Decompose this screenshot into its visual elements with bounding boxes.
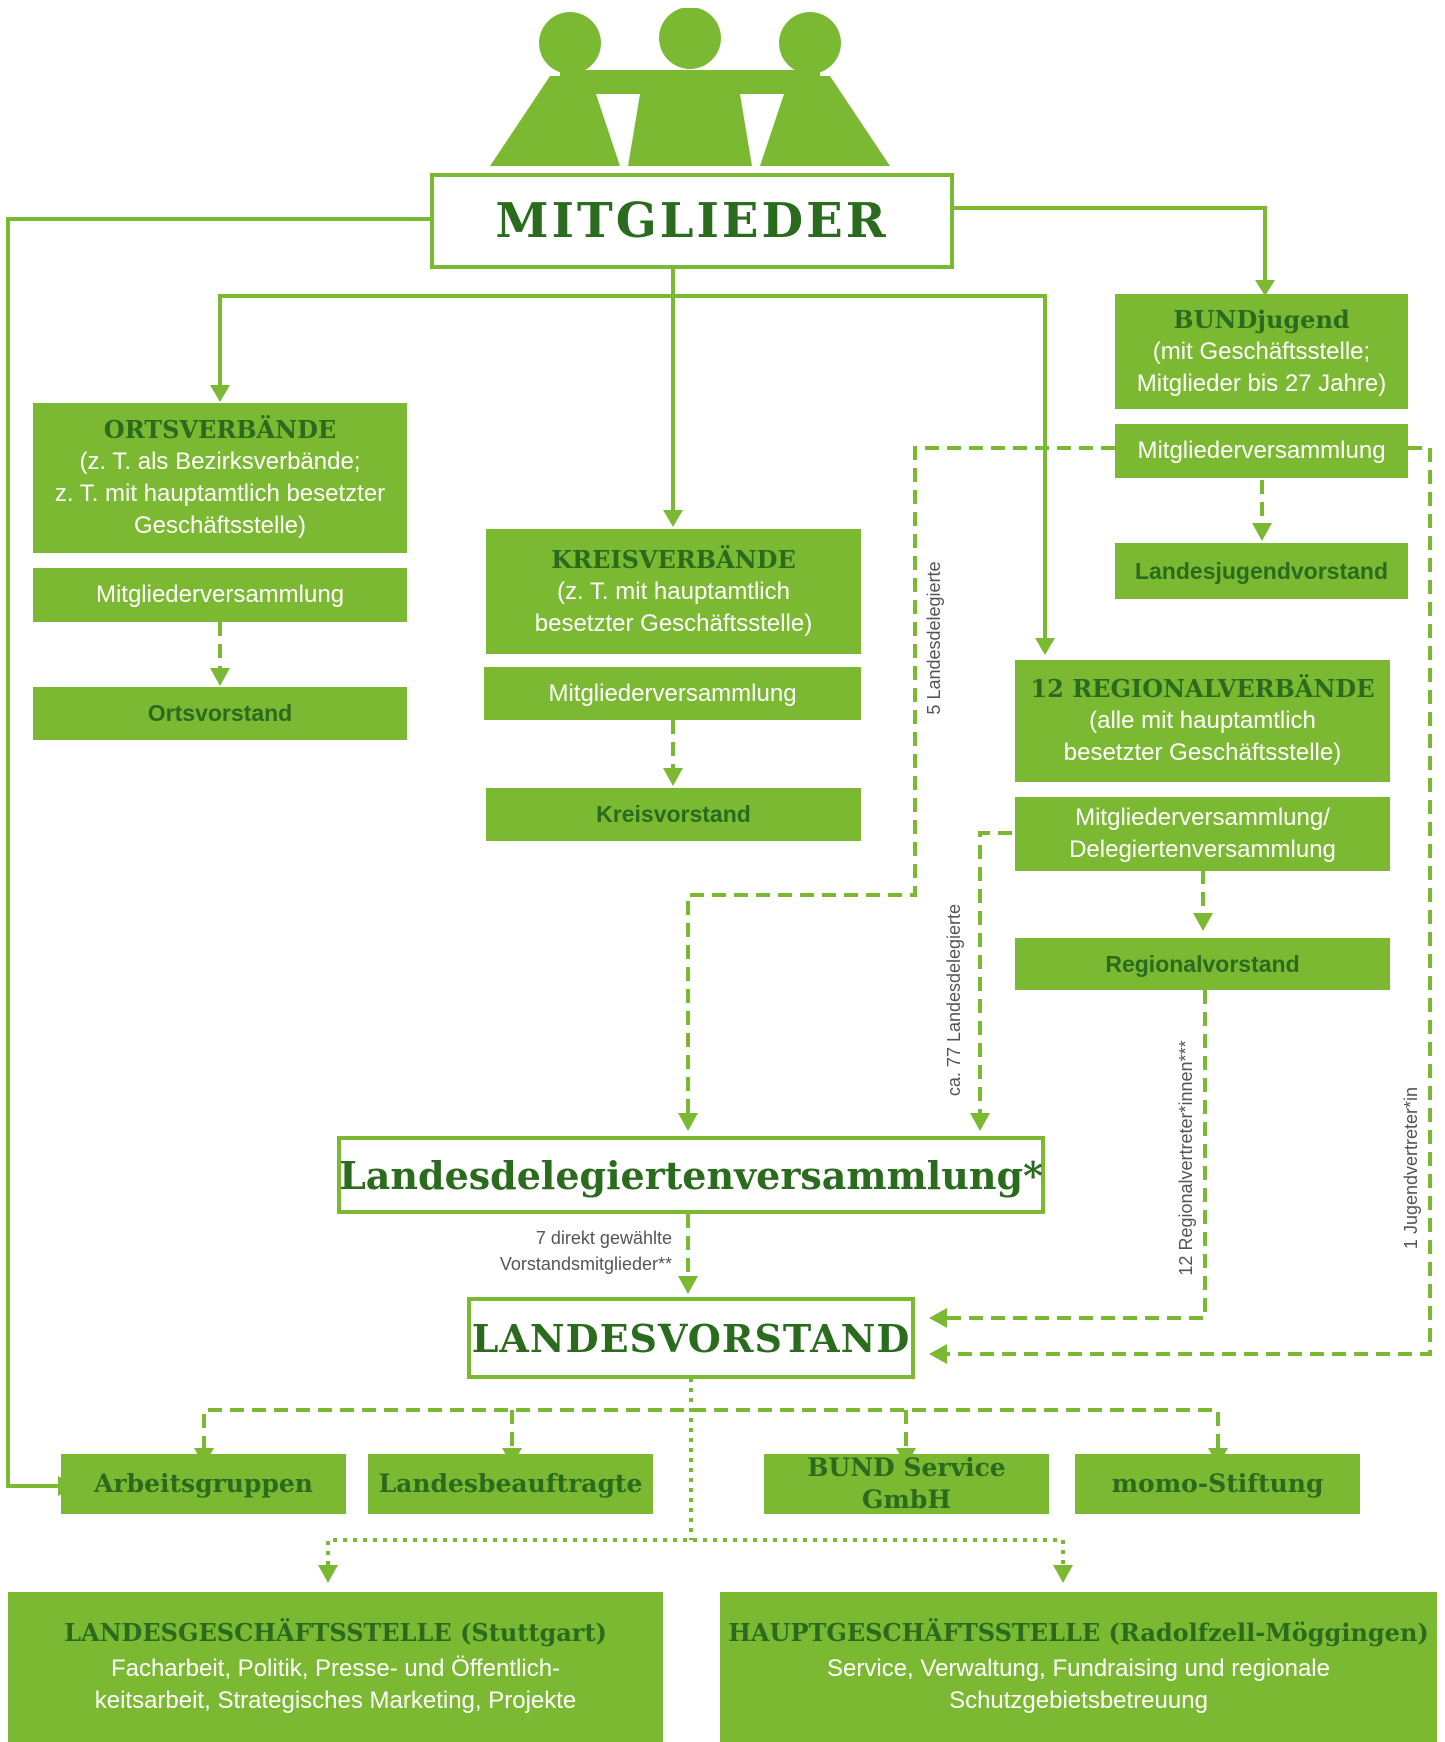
bundjugend-text-2: Mitglieder bis 27 Jahre)	[1136, 369, 1387, 397]
bund-service: BUND Service GmbH	[807, 1453, 1006, 1514]
kreisverbaende-title: KREISVERBÄNDE	[551, 544, 796, 574]
kreisverbaende-text-2: besetzter Geschäftsstelle)	[534, 609, 813, 637]
landesgeschaeftsstelle-text-2: keitsarbeit, Strategisches Marketing, Pr…	[94, 1687, 577, 1714]
hauptgeschaeftsstelle-box: HAUPTGESCHÄFTSSTELLE (Radolfzell-Mögging…	[720, 1592, 1437, 1742]
landesdelegiertenversammlung-box: Landesdelegiertenversammlung*	[337, 1136, 1045, 1214]
landesbeauftragte: Landesbeauftragte	[378, 1469, 643, 1498]
kreisverbaende-mv-box: Mitgliederversammlung	[484, 667, 861, 720]
regionalvorstand: Regionalvorstand	[1105, 950, 1300, 977]
kreisvorstand-box: Kreisvorstand	[486, 788, 861, 841]
regionalverbaende-mv-2: Delegiertenversammlung	[1069, 836, 1336, 863]
ortsverbaende-text-3: Geschäftsstelle)	[133, 512, 307, 539]
bund-service-box: BUND Service GmbH	[764, 1453, 1049, 1514]
kreisvorstand: Kreisvorstand	[596, 801, 751, 827]
regionalverbaende-mv-box: Mitgliederversammlung/ Delegiertenversam…	[1015, 797, 1390, 871]
ortsverbaende-box: ORTSVERBÄNDE (z. T. als Bezirksverbände;…	[33, 403, 407, 553]
regionalvorstand-box: Regionalvorstand	[1015, 938, 1390, 990]
label-5-landesdelegierte: 5 Landesdelegierte	[924, 561, 944, 715]
bundjugend-mv: Mitgliederversammlung	[1137, 437, 1386, 464]
kreisverbaende-mv: Mitgliederversammlung	[548, 679, 797, 707]
landesgeschaeftsstelle-title: LANDESGESCHÄFTSSTELLE (Stuttgart)	[64, 1618, 607, 1647]
regionalverbaende-box: 12 REGIONALVERBÄNDE (alle mit hauptamtli…	[1015, 660, 1390, 782]
hauptgeschaeftsstelle-title: HAUPTGESCHÄFTSSTELLE (Radolfzell-Mögging…	[728, 1618, 1429, 1647]
landesjugendvorstand-box: Landesjugendvorstand	[1115, 543, 1408, 599]
landesgeschaeftsstelle-text-1: Facharbeit, Politik, Presse- und Öffentl…	[110, 1655, 561, 1682]
kreisverbaende-text-1: (z. T. mit hauptamtlich	[557, 577, 790, 605]
regionalverbaende-title: 12 REGIONALVERBÄNDE	[1030, 674, 1375, 703]
regionalverbaende-mv-1: Mitgliederversammlung/	[1075, 804, 1330, 831]
ortsvorstand: Ortsvorstand	[147, 700, 293, 726]
landesjugendvorstand: Landesjugendvorstand	[1134, 557, 1389, 584]
landesdelegiertenversammlung-title: Landesdelegiertenversammlung*	[339, 1152, 1043, 1198]
bundjugend-mv-box: Mitgliederversammlung	[1115, 424, 1408, 478]
bundjugend-title: BUNDjugend	[1173, 304, 1350, 334]
bundjugend-text-1: (mit Geschäftsstelle;	[1152, 337, 1371, 365]
mitglieder-title: MITGLIEDER	[495, 193, 889, 249]
ortsverbaende-text-1: (z. T. als Bezirksverbände;	[79, 448, 361, 475]
landesvorstand-title: LANDESVORSTAND	[471, 1315, 911, 1361]
regionalverbaende-text-1: (alle mit hauptamtlich	[1089, 707, 1316, 734]
ortsverbaende-mv: Mitgliederversammlung	[95, 581, 345, 608]
label-direkt-2: Vorstandsmitglieder**	[499, 1254, 672, 1274]
momo-stiftung-box: momo-Stiftung	[1075, 1454, 1360, 1514]
landesbeauftragte-box: Landesbeauftragte	[368, 1454, 653, 1514]
arbeitsgruppen-box: Arbeitsgruppen	[61, 1454, 346, 1514]
label-jugendvertreter: 1 Jugendvertreter*in	[1401, 1086, 1421, 1250]
people-group-icon	[490, 8, 890, 166]
label-direkt-gewaehlte: 7 direkt gewählte Vorstandsmitglieder**	[420, 1225, 672, 1277]
landesgeschaeftsstelle-box: LANDESGESCHÄFTSSTELLE (Stuttgart) Fachar…	[8, 1592, 663, 1742]
regionalverbaende-text-2: besetzter Geschäftsstelle)	[1063, 739, 1342, 766]
mitglieder-box: MITGLIEDER	[430, 173, 954, 269]
arbeitsgruppen: Arbeitsgruppen	[94, 1469, 313, 1498]
bundjugend-box: BUNDjugend (mit Geschäftsstelle; Mitglie…	[1115, 294, 1408, 409]
momo-stiftung: momo-Stiftung	[1111, 1469, 1324, 1498]
ortsverbaende-mv-box: Mitgliederversammlung	[33, 568, 407, 622]
ortsverbaende-title: ORTSVERBÄNDE	[103, 415, 337, 444]
landesvorstand-box: LANDESVORSTAND	[467, 1297, 915, 1379]
label-77-landesdelegierte: ca. 77 Landesdelegierte	[944, 903, 964, 1097]
label-regionalvertreter: 12 Regionalvertreter*innen***	[1176, 1040, 1196, 1276]
kreisverbaende-box: KREISVERBÄNDE (z. T. mit hauptamtlich be…	[486, 529, 861, 654]
hauptgeschaeftsstelle-text-1: Service, Verwaltung, Fundraising und reg…	[827, 1655, 1330, 1682]
hauptgeschaeftsstelle-text-2: Schutzgebietsbetreuung	[949, 1687, 1208, 1714]
label-direkt-1: 7 direkt gewählte	[535, 1228, 672, 1248]
ortsverbaende-text-2: z. T. mit hauptamtlich besetzter	[54, 480, 386, 507]
ortsvorstand-box: Ortsvorstand	[33, 687, 407, 740]
